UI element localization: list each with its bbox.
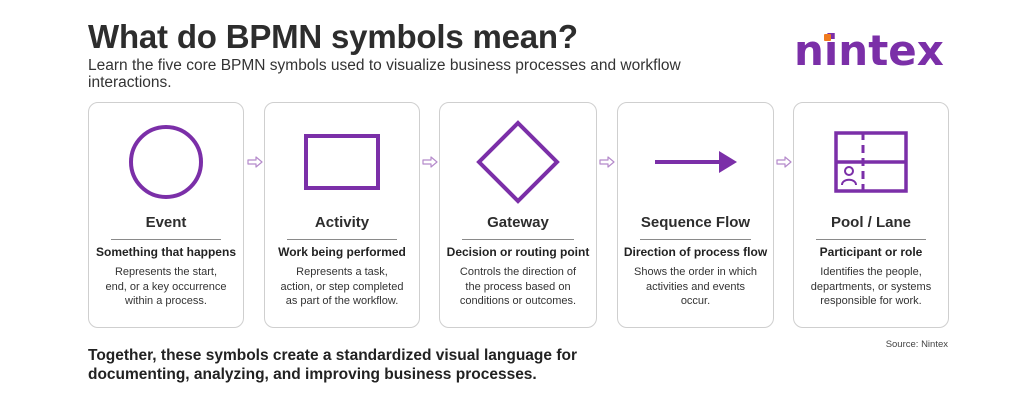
summary-text: Together, these symbols create a standar…: [88, 347, 577, 383]
card-description: Represents a task, action, or step compl…: [280, 266, 404, 307]
divider: [462, 239, 574, 240]
right-arrow-icon: [618, 117, 773, 207]
card-title: Gateway: [487, 214, 549, 231]
card-description: Shows the order in which activities and …: [634, 266, 757, 307]
card-title: Event: [145, 214, 187, 231]
circle-icon: [89, 117, 243, 207]
logo-text: nintex: [794, 26, 944, 75]
card-description: Represents the start, end, or a key occu…: [105, 266, 227, 307]
card-title: Sequence Flow: [640, 214, 751, 231]
page-subtitle: Learn the five core BPMN symbols used to…: [88, 57, 681, 91]
arrow-right-icon: [776, 156, 792, 168]
arrow-right-icon: [422, 156, 438, 168]
source-note: Source: Nintex: [885, 339, 948, 350]
divider: [640, 239, 751, 240]
card-description: Controls the direction of the process ba…: [459, 266, 577, 307]
card-subtitle: Decision or routing point: [446, 245, 590, 259]
card-subtitle: Something that happens: [95, 245, 236, 259]
card-activity: Activity Work being performed Represents…: [264, 102, 420, 328]
divider: [816, 239, 926, 240]
diamond-icon: [440, 117, 596, 207]
card-subtitle: Participant or role: [819, 245, 923, 259]
divider: [111, 239, 221, 240]
logo-dot: [824, 34, 831, 41]
pool-lane-icon: [794, 117, 948, 207]
card-subtitle: Direction of process flow: [623, 245, 768, 259]
card-title: Pool / Lane: [830, 214, 911, 231]
arrow-right-icon: [247, 156, 263, 168]
card-sequence-flow: Sequence Flow Direction of process flow …: [617, 102, 774, 328]
arrow-right-icon: [599, 156, 615, 168]
card-gateway: Gateway Decision or routing point Contro…: [439, 102, 597, 328]
page-title: What do BPMN symbols mean?: [88, 18, 578, 55]
card-subtitle: Work being performed: [278, 245, 406, 259]
card-event: Event Something that happens Represents …: [88, 102, 244, 328]
divider: [287, 239, 397, 240]
card-pool-lane: Pool / Lane Participant or role Identifi…: [793, 102, 949, 328]
rectangle-icon: [265, 117, 419, 207]
card-description: Identifies the people, departments, or s…: [810, 266, 932, 307]
card-title: Activity: [314, 214, 370, 231]
nintex-logo: nintex: [794, 28, 954, 78]
